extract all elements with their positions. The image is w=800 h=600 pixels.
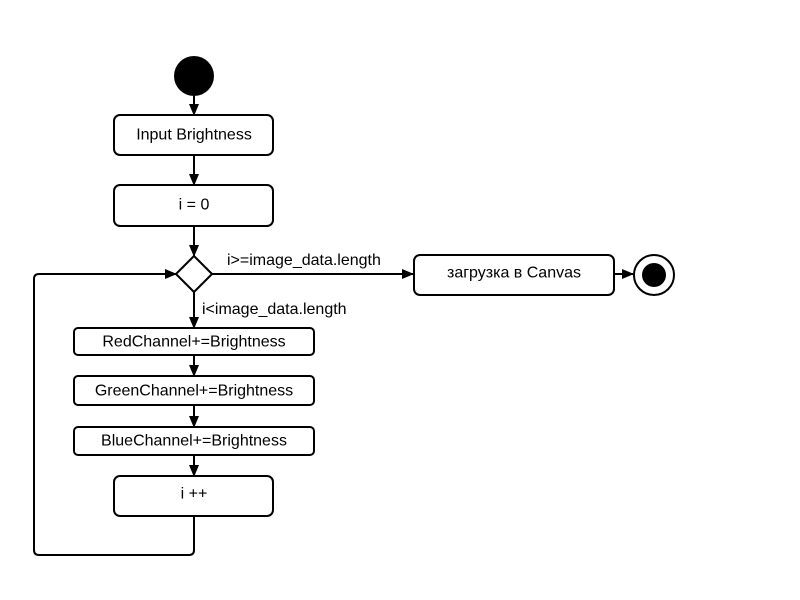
edge-label-exit-condition: i>=image_data.length [227,252,381,269]
action-green-channel-label: GreenChannel+=Brightness [95,383,293,400]
initial-node [174,56,214,96]
action-init-i: i = 0 [113,184,274,227]
action-red-channel-label: RedChannel+=Brightness [102,334,285,351]
edge-label-loop-condition: i<image_data.length [202,301,347,318]
action-load-canvas: загрузка в Canvas [413,254,615,296]
action-red-channel: RedChannel+=Brightness [73,327,315,356]
decision-node [175,255,213,293]
final-node [633,254,675,296]
edge-loop-back [33,269,195,556]
action-green-channel: GreenChannel+=Brightness [73,375,315,406]
action-input-brightness-label: Input Brightness [136,127,252,144]
action-blue-channel: BlueChannel+=Brightness [73,426,315,456]
action-blue-channel-label: BlueChannel+=Brightness [101,433,287,450]
action-init-i-label: i = 0 [179,197,210,214]
action-load-canvas-label: загрузка в Canvas [447,265,581,282]
action-increment-i-label: i ++ [181,486,208,503]
action-increment-i: i ++ [113,475,274,517]
action-input-brightness: Input Brightness [113,114,274,156]
